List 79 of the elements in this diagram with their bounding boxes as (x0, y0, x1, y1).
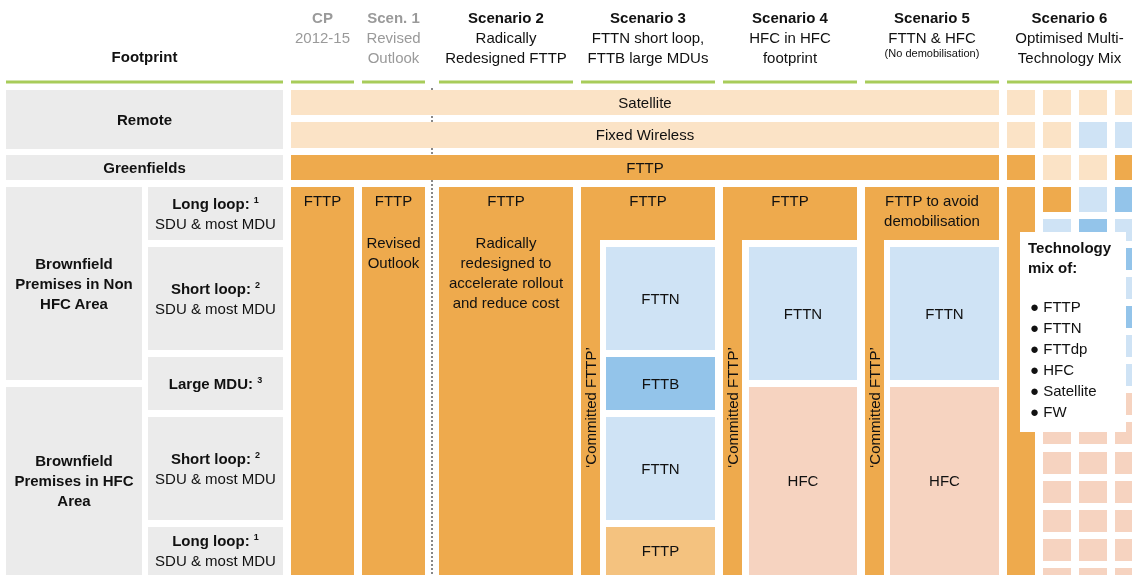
technology-band (291, 122, 999, 148)
list-item: ● FTTP (1030, 297, 1082, 317)
scenario-description: 2012-15 (293, 28, 352, 48)
list-item: ● FTTdp (1030, 339, 1089, 359)
technology-label: FTTP (629, 191, 667, 211)
list-item: ● FW (1030, 402, 1068, 422)
row-label: SDU & most MDU (155, 298, 276, 319)
scenario-description: Radically Redesigned FTTP (444, 28, 568, 68)
technology-label: FTTB (641, 373, 680, 394)
technology-label: FTTP (374, 191, 413, 211)
list-item: ● FTTN (1030, 318, 1083, 338)
row-label: SDU & most MDU (155, 551, 276, 571)
scenario-heading: Scenario 6 (1030, 8, 1109, 28)
scenario-description: (No demobilisation) (883, 46, 981, 60)
committed-bar (865, 240, 884, 575)
technology-block (606, 357, 715, 410)
scenario-description: FTTN & HFC (887, 28, 977, 48)
scenario-heading: Scenario 4 (751, 8, 829, 28)
technology-block (749, 387, 857, 575)
technology-band (291, 90, 999, 115)
row-label: SDU & most MDU (155, 468, 276, 489)
scenario-description: Revised Outlook (365, 28, 422, 68)
row-label: Long loop: $^{1}$ (172, 531, 259, 551)
technology-band (291, 155, 999, 180)
row-label: Large MDU: $^{3}$ (168, 373, 263, 394)
committed-bar (723, 240, 742, 575)
scenario-heading: Scenario 3 (609, 8, 687, 28)
technology-label: HFC (787, 471, 819, 491)
vertical-label: ‘Committed FTTP’ (864, 347, 884, 468)
technology-block (890, 387, 999, 575)
technology-label: FTTN (925, 303, 964, 324)
technology-block (749, 247, 857, 380)
legend-heading: Technology mix of: (1028, 238, 1113, 278)
row-label: Long loop: $^{1}$ (172, 193, 259, 214)
technology-label: FTTP (487, 191, 525, 211)
scenario-description: Optimised Multi-Technology Mix (1014, 28, 1125, 68)
row-label: SDU & most MDU (155, 213, 276, 234)
scenario-description: HFC in HFC footprint (748, 28, 832, 68)
technology-label: FTTN (641, 458, 680, 479)
scenario-heading: Scenario 2 (467, 8, 545, 28)
list-item: ● Satellite (1030, 381, 1097, 401)
scenario-heading: Scen. 1 (366, 8, 421, 28)
technology-column (439, 187, 573, 575)
committed-bar (581, 240, 600, 575)
technology-label: FTTP (641, 541, 680, 561)
vertical-label: ‘Committed FTTP’ (722, 347, 742, 468)
technology-block (890, 247, 999, 380)
technology-label: FTTP (771, 191, 809, 211)
column-heading: Footprint (110, 47, 179, 67)
technology-block (723, 187, 857, 240)
technology-label: Satellite (618, 92, 672, 113)
technology-column (291, 187, 354, 575)
technology-block (606, 417, 715, 520)
scenario-heading: CP (311, 8, 334, 28)
technology-label: FTTP to avoid demobilisation (883, 191, 981, 231)
scenario-description: FTTN short loop, FTTB large MDUs (586, 28, 710, 68)
technology-block (865, 187, 999, 240)
technology-block (606, 527, 715, 575)
technology-label: FTTP (626, 157, 664, 178)
legend-card (1020, 232, 1126, 432)
row-label: Brownfield Premises in Non HFC Area (14, 253, 134, 314)
row-label: Greenfields (103, 157, 186, 178)
row-label: Brownfield Premises in HFC Area (13, 451, 135, 511)
technology-column (362, 187, 425, 575)
technology-label: FTTN (641, 288, 680, 309)
scenario-heading: Scenario 5 (893, 8, 971, 28)
technology-label: HFC (929, 471, 960, 491)
technology-label: Revised Outlook (366, 233, 421, 273)
technology-label: FTTN (783, 303, 823, 324)
technology-block (606, 247, 715, 350)
row-label: Short loop: $^{2}$ (170, 448, 261, 469)
technology-label: Radically redesigned to accelerate rollout and reduce cost (447, 233, 565, 313)
technology-label: FTTP (303, 191, 342, 211)
row-label: Short loop: $^{2}$ (170, 278, 261, 299)
technology-block (581, 187, 715, 240)
list-item: ● HFC (1030, 360, 1076, 380)
row-label: Remote (117, 109, 172, 130)
technology-label: Fixed Wireless (595, 125, 695, 145)
vertical-label: ‘Committed FTTP’ (580, 347, 600, 468)
